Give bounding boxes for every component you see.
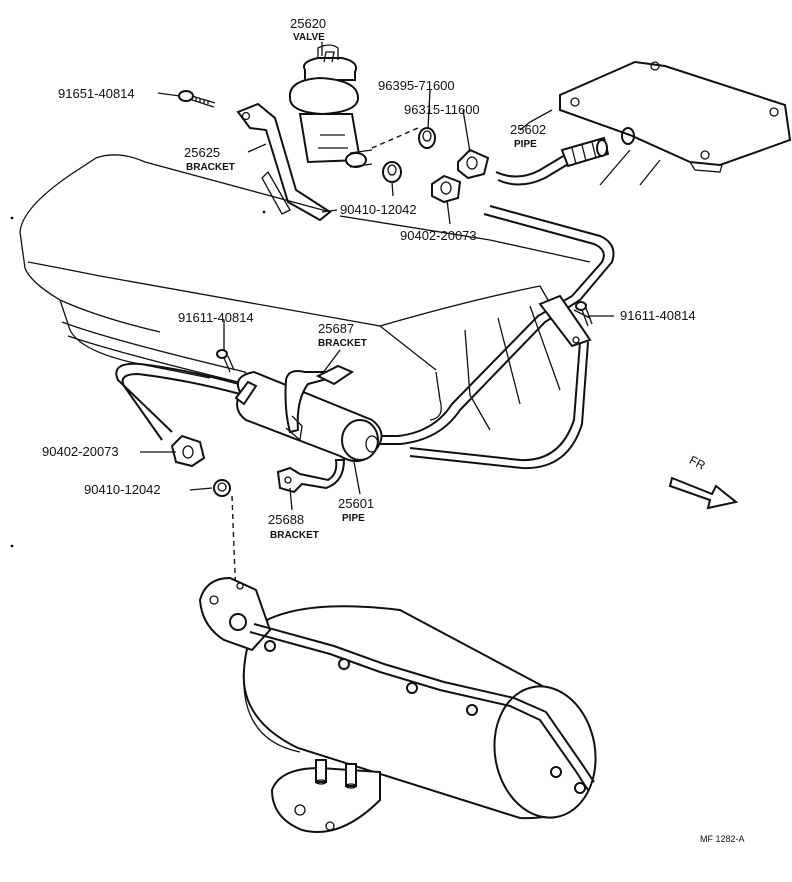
label-bolt-top: 91651-40814 — [58, 86, 135, 101]
label-bracket-low-number: 25688 — [268, 512, 304, 527]
connection-line — [371, 127, 419, 149]
gasket-top — [382, 161, 402, 183]
label-gasket-left: 90410-12042 — [84, 482, 161, 497]
vacuum-valve — [288, 44, 373, 168]
drawing-reference: MF 1282-A — [700, 834, 745, 844]
label-pipe-top-name: PIPE — [514, 139, 537, 150]
label-valve-name: VALVE — [293, 32, 325, 43]
leader-lines — [140, 42, 614, 511]
label-valve-number: 25620 — [290, 16, 326, 31]
pipe-main — [115, 205, 615, 470]
nut-top — [431, 174, 462, 204]
label-bracket-low-name: BRACKET — [270, 530, 319, 541]
engine-body — [19, 154, 591, 431]
label-nut-top: 90402-20073 — [400, 228, 477, 243]
nut-b — [457, 148, 490, 180]
label-bracket-top-number: 25625 — [184, 145, 220, 160]
label-bracket-mid-number: 25687 — [318, 321, 354, 336]
bolt-left — [216, 349, 235, 373]
speck — [10, 544, 14, 548]
speck — [10, 216, 14, 220]
label-bracket-top-name: BRACKET — [186, 162, 235, 173]
label-pipe-main-name: PIPE — [342, 513, 365, 524]
bracket-low — [276, 459, 346, 494]
pipe-top — [495, 136, 610, 186]
label-pipe-main-number: 25601 — [338, 496, 374, 511]
label-nut-b: 96315-11600 — [404, 102, 480, 117]
label-pipe-top-number: 25602 — [510, 122, 546, 137]
intake-manifold — [559, 60, 792, 186]
bracket-top — [236, 102, 332, 222]
label-bolt-left: 91611-40814 — [178, 310, 254, 325]
label-nut-left: 90402-20073 — [42, 444, 119, 459]
front-direction-arrow — [668, 476, 739, 510]
label-bolt-right: 91611-40814 — [620, 308, 696, 323]
speck — [262, 210, 266, 214]
label-bracket-mid-name: BRACKET — [318, 338, 367, 349]
front-direction-label: FR — [687, 453, 708, 473]
bracket-mid — [284, 364, 355, 442]
bolt-top — [178, 90, 216, 108]
label-gasket-top: 90410-12042 — [340, 202, 417, 217]
nut-a — [418, 127, 436, 149]
bracket-right — [538, 294, 592, 348]
nut-left — [170, 434, 206, 468]
exhaust-muffler — [198, 576, 597, 833]
gasket-left — [213, 479, 231, 497]
label-nut-a: 96395-71600 — [378, 78, 455, 93]
